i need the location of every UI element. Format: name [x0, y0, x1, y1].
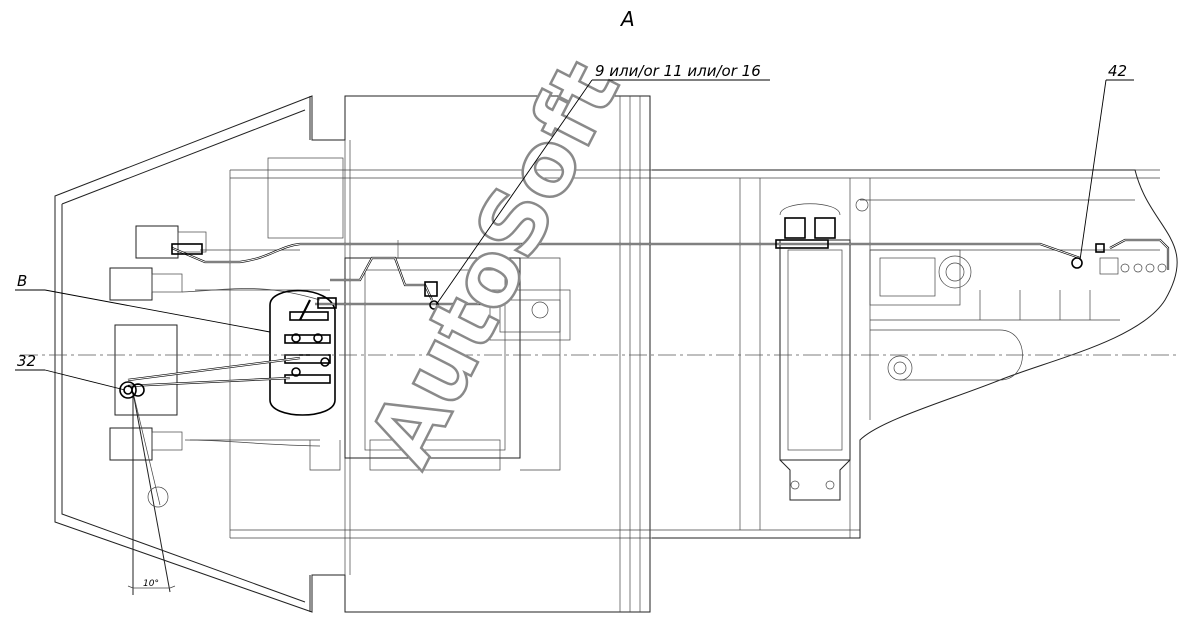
callout-b: В	[15, 272, 271, 333]
callout-42-label: 42	[1108, 62, 1127, 80]
callout-b-label: В	[17, 272, 27, 290]
callout-42: 42	[1079, 62, 1134, 261]
angle-dimension: 10°	[127, 391, 176, 595]
left-cylinders	[109, 157, 344, 471]
callout-32-label: 32	[17, 352, 36, 370]
watermark: AutoSoft	[349, 45, 639, 482]
secondary-pipe	[299, 256, 490, 321]
engine-outline	[652, 169, 1178, 539]
main-pipe	[171, 238, 1170, 270]
callout-pipe-ref-label: 9 или/or 11 или/or 16	[595, 62, 761, 80]
angle-label: 10°	[143, 579, 159, 589]
transmission-block	[344, 257, 571, 471]
chassis-outline	[54, 95, 1160, 613]
callout-32: 32	[15, 352, 126, 391]
view-label: А	[619, 7, 635, 31]
center-lines	[20, 240, 1180, 356]
detail-b-region	[119, 289, 336, 416]
callout-pipe-ref: 9 или/or 11 или/or 16	[435, 62, 770, 306]
